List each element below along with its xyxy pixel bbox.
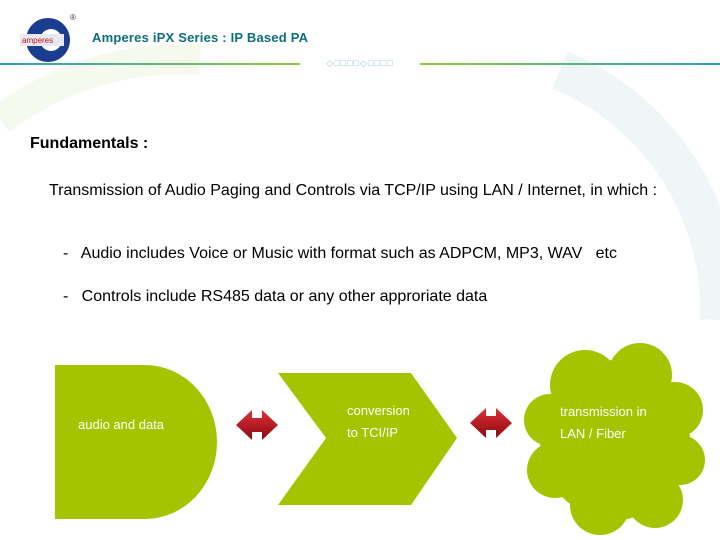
node-chevron-shape [278,373,457,505]
section-heading: Fundamentals : [30,135,149,152]
svg-text:®: ® [70,13,76,22]
node-label-conversion-2: to TCI/IP [347,425,399,440]
node-label-conversion-1: conversion [347,403,410,418]
double-arrow-icon [470,408,512,438]
logo-icon: amperes ® [20,13,76,62]
decor-dots: ◇□□□□◇□□□□ [300,58,420,70]
bullet-dash: - [63,245,69,262]
double-arrow-icon [236,410,278,440]
bullet-audio: - Audio includes Voice or Music with for… [63,245,617,263]
page-title: Amperes iPX Series : IP Based PA [92,30,309,45]
node-delay-shape [55,365,217,519]
bullet-text: Audio includes Voice or Music with forma… [80,245,617,262]
bullet-controls: - Controls include RS485 data or any oth… [63,288,487,306]
bullet-text: Controls include RS485 data or any other… [81,288,488,305]
node-label-audio: audio and data [78,417,165,432]
node-label-transmission-1: transmission in [560,404,647,419]
node-cloud-shape [524,343,705,535]
intro-text: Transmission of Audio Paging and Control… [49,182,658,199]
logo-text: amperes [22,36,53,45]
node-label-transmission-2: LAN / Fiber [560,426,626,441]
bullet-dash: - [63,288,69,305]
logo: amperes ® [18,12,80,64]
